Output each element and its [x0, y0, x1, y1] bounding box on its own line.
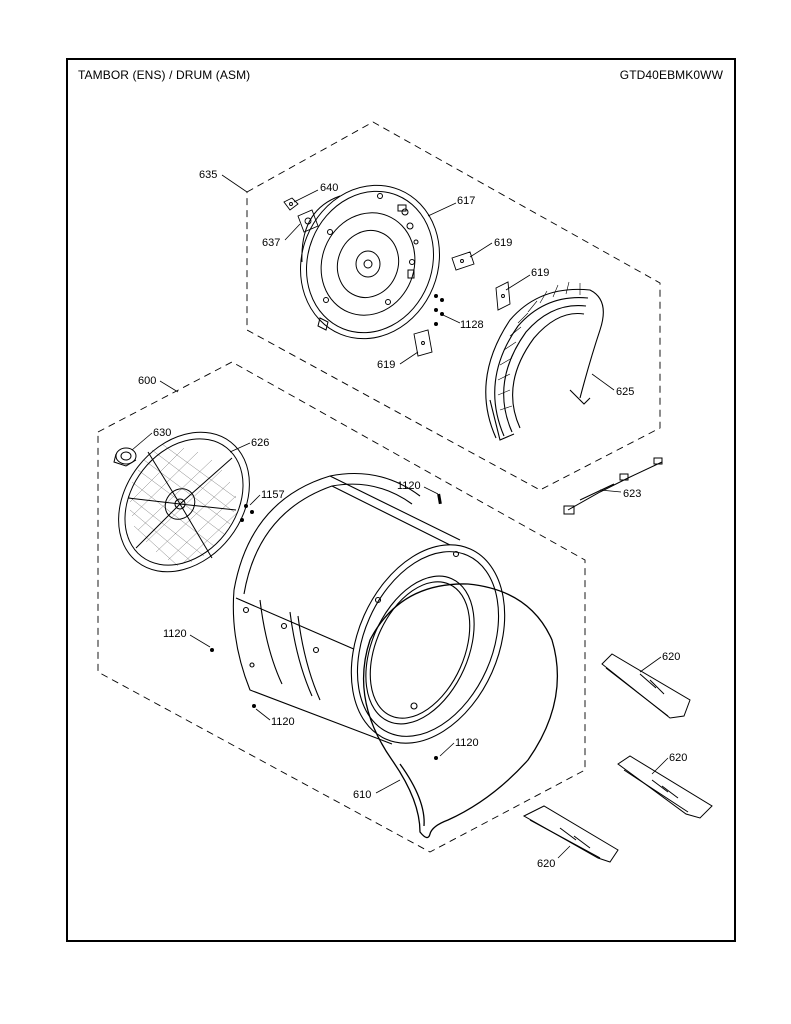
- callout-623: 623: [623, 488, 641, 500]
- callout-leader-lines: [131, 174, 669, 859]
- bracket-640: [283, 197, 299, 211]
- heater-coil-texture: [497, 281, 581, 411]
- callout-1120-left: 1120: [163, 628, 187, 640]
- drum-baffle-620-c: [522, 805, 619, 863]
- callout-620-b: 620: [669, 752, 687, 764]
- drum-baffle-620-b: [617, 755, 713, 819]
- callout-619-b: 619: [531, 267, 549, 279]
- callout-620-a: 620: [662, 651, 680, 663]
- callout-617: 617: [457, 195, 475, 207]
- screws-1128: [434, 294, 444, 326]
- hinge-619-b: [495, 281, 511, 311]
- diagram-title: TAMBOR (ENS) / DRUM (ASM): [78, 68, 251, 82]
- rear-bulkhead-617: [300, 184, 440, 340]
- callout-620-c: 620: [537, 858, 555, 870]
- callout-635: 635: [199, 169, 217, 181]
- drum-seal-610: [362, 583, 558, 839]
- drum-baffle-620-a: [601, 653, 691, 719]
- callout-610: 610: [353, 789, 371, 801]
- callout-626: 626: [251, 437, 269, 449]
- rear-plate-mesh-texture: [127, 443, 239, 567]
- wire-harness-623: [563, 457, 663, 515]
- callout-625: 625: [616, 386, 634, 398]
- callout-1157: 1157: [261, 489, 285, 501]
- hinge-619-c: [413, 329, 433, 357]
- screws-1157: [240, 504, 254, 522]
- bracket-637: [297, 209, 319, 233]
- drum-front-opening: [350, 544, 506, 744]
- callout-637: 637: [262, 237, 280, 249]
- callout-600: 600: [138, 375, 156, 387]
- callout-640: 640: [320, 182, 338, 194]
- rear-drum-plate-626: [118, 431, 250, 573]
- heater-element-625: [485, 288, 604, 441]
- diagram-frame: [66, 58, 736, 942]
- callout-1120-top: 1120: [397, 480, 421, 492]
- model-number: GTD40EBMK0WW: [619, 68, 723, 82]
- rear-bulkhead-group-outline: [246, 121, 661, 491]
- hinge-619-a: [451, 251, 475, 271]
- callout-619-c: 619: [377, 359, 395, 371]
- callout-1128: 1128: [460, 319, 484, 331]
- callout-619-a: 619: [494, 237, 512, 249]
- bearing-630: [113, 447, 137, 467]
- drum-body: [232, 473, 461, 745]
- callout-630: 630: [153, 427, 171, 439]
- screws-1120: [210, 493, 442, 760]
- callout-1120-bottom: 1120: [271, 716, 295, 728]
- callout-1120-front: 1120: [455, 737, 479, 749]
